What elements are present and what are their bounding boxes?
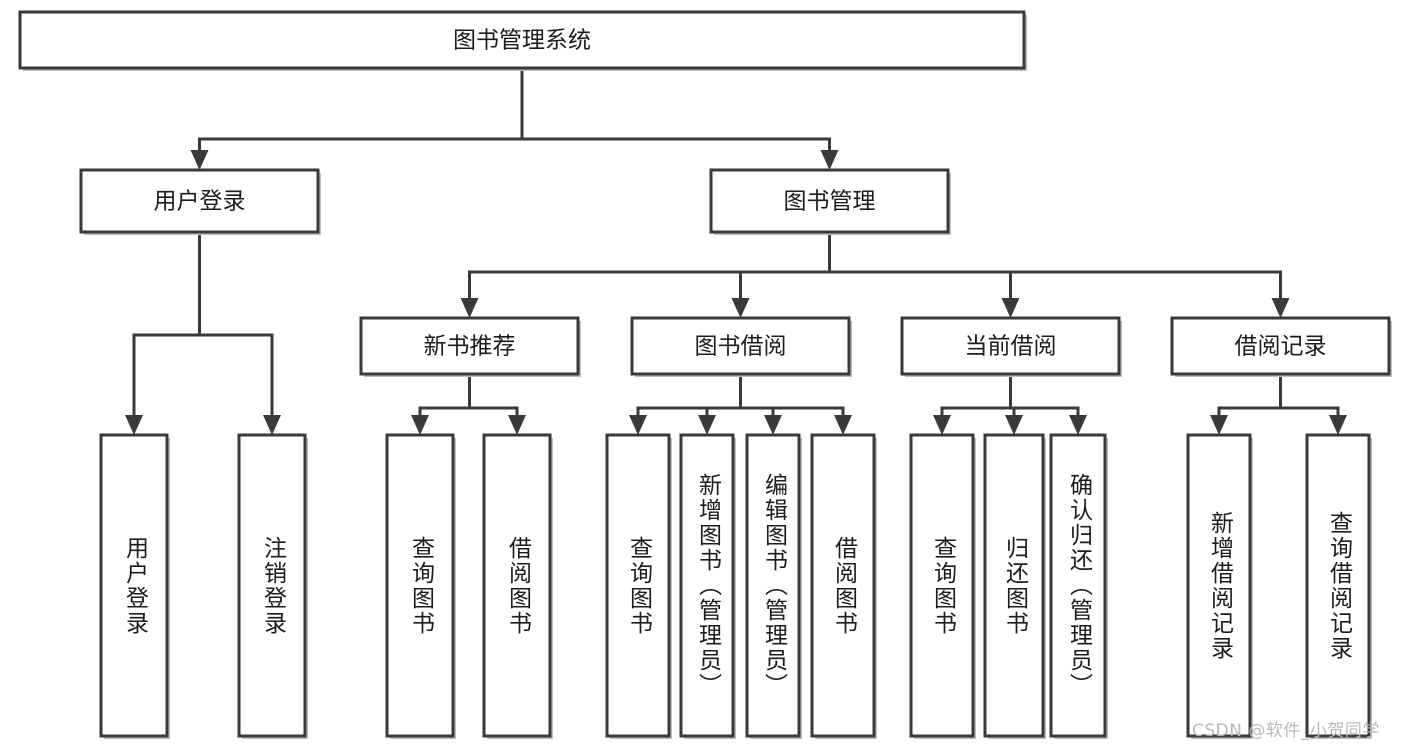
arrow-head-icon bbox=[460, 298, 479, 318]
arrow-head-icon bbox=[1210, 415, 1228, 435]
node-label-root: 图书管理系统 bbox=[453, 28, 591, 54]
node-label-new-book-rec: 新书推荐 bbox=[424, 334, 516, 360]
arrow-head-icon bbox=[764, 415, 782, 435]
arrow-head-icon bbox=[263, 415, 281, 435]
edge-group-current-borrow bbox=[933, 372, 1087, 435]
edge-group-book-borrow bbox=[629, 372, 852, 435]
edge-group-new-book-rec bbox=[411, 372, 526, 435]
node-label-current-borrow: 当前借阅 bbox=[965, 334, 1057, 360]
node-label-book-manage: 图书管理 bbox=[784, 189, 876, 215]
arrow-head-icon bbox=[1005, 415, 1023, 435]
node-user-login[interactable] bbox=[79, 168, 321, 235]
node-leaf-confirm-return[interactable] bbox=[1049, 433, 1108, 739]
node-label-borrow-record: 借阅记录 bbox=[1235, 334, 1327, 360]
node-book-manage[interactable] bbox=[709, 168, 951, 235]
node-book-borrow[interactable] bbox=[630, 316, 852, 377]
arrow-head-icon bbox=[1001, 298, 1020, 318]
node-borrow-record[interactable] bbox=[1170, 316, 1392, 377]
node-leaf-user-login[interactable] bbox=[99, 433, 170, 739]
edge-group-borrow-record bbox=[1210, 372, 1347, 435]
node-leaf-query-book-2[interactable] bbox=[605, 433, 672, 739]
arrow-head-icon bbox=[933, 415, 951, 435]
arrow-head-icon bbox=[1069, 415, 1087, 435]
node-leaf-query-book-1[interactable] bbox=[385, 433, 456, 739]
arrow-head-icon bbox=[629, 415, 647, 435]
node-leaf-borrow-book-1[interactable] bbox=[482, 433, 553, 739]
boxes-layer bbox=[18, 10, 1392, 739]
edges-layer bbox=[125, 66, 1347, 435]
edge-group-user-login bbox=[125, 230, 281, 435]
node-leaf-edit-book[interactable] bbox=[745, 433, 802, 739]
node-leaf-query-book-3[interactable] bbox=[909, 433, 976, 739]
arrow-head-icon bbox=[834, 415, 852, 435]
edge-group-book-manage bbox=[460, 230, 1290, 318]
arrow-head-icon bbox=[1271, 298, 1290, 318]
csdn-watermark: CSDN @软件_小贺同学 bbox=[1192, 721, 1380, 741]
node-leaf-borrow-book-2[interactable] bbox=[810, 433, 877, 739]
arrow-head-icon bbox=[508, 415, 526, 435]
arrow-head-icon bbox=[190, 150, 209, 170]
node-leaf-add-book[interactable] bbox=[679, 433, 736, 739]
node-current-borrow[interactable] bbox=[900, 316, 1122, 377]
node-label-user-login: 用户登录 bbox=[154, 189, 246, 215]
edge-group-root bbox=[190, 66, 839, 170]
arrow-head-icon bbox=[125, 415, 143, 435]
arrow-head-icon bbox=[411, 415, 429, 435]
arrow-head-icon bbox=[731, 298, 750, 318]
node-label-book-borrow: 图书借阅 bbox=[695, 334, 787, 360]
arrow-head-icon bbox=[820, 150, 839, 170]
node-root[interactable] bbox=[18, 10, 1027, 71]
node-leaf-query-record[interactable] bbox=[1305, 433, 1372, 739]
node-leaf-add-record[interactable] bbox=[1186, 433, 1253, 739]
arrow-head-icon bbox=[698, 415, 716, 435]
node-leaf-logout[interactable] bbox=[237, 433, 308, 739]
node-new-book-rec[interactable] bbox=[359, 316, 581, 377]
node-leaf-return-book[interactable] bbox=[983, 433, 1046, 739]
arrow-head-icon bbox=[1329, 415, 1347, 435]
